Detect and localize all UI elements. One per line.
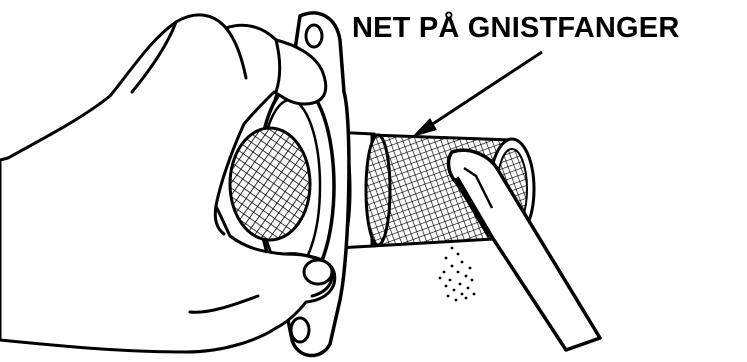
- callout-leader-arrow: [412, 52, 542, 137]
- debris-particles: [439, 247, 476, 302]
